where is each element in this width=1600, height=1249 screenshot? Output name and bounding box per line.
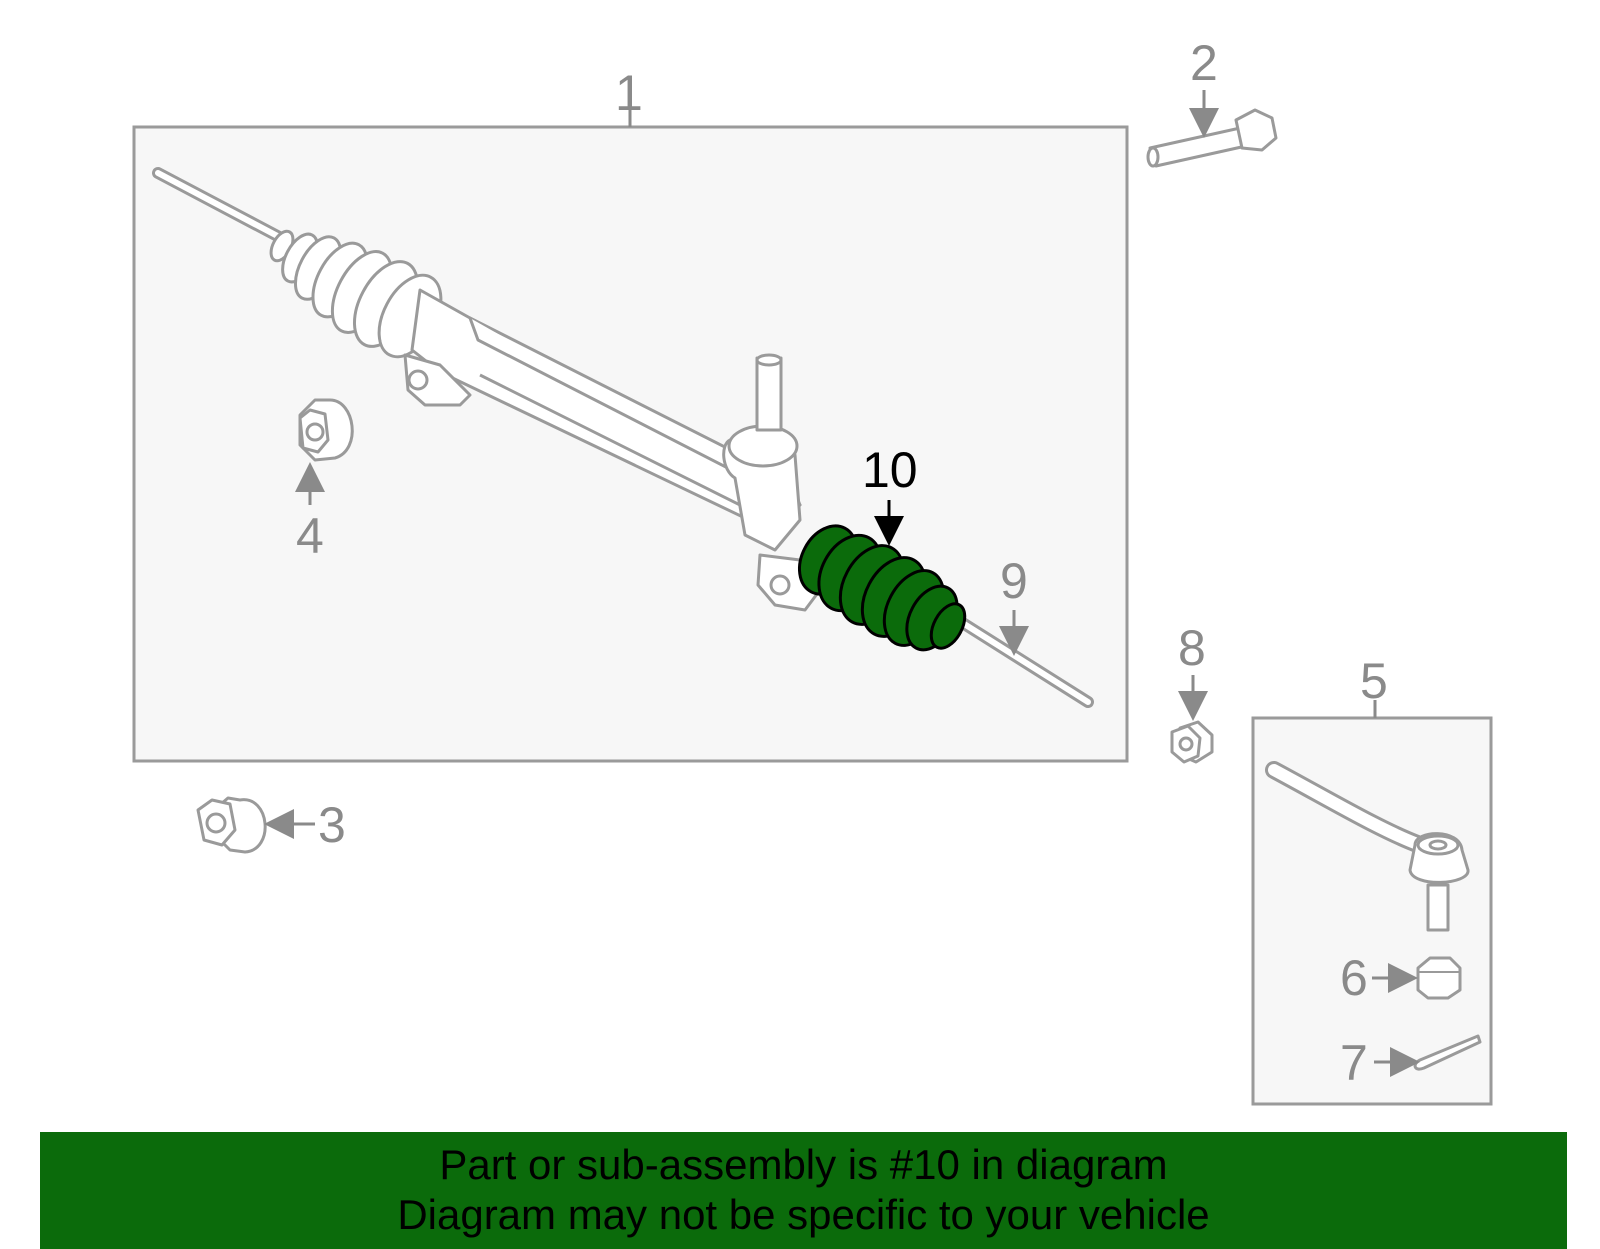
bolt-2-icon [1146, 108, 1278, 168]
callout-5[interactable]: 5 [1360, 653, 1388, 709]
assembly-box-5 [1251, 700, 1493, 1106]
callout-10[interactable]: 10 [862, 442, 918, 498]
banner-line-2: Diagram may not be specific to your vehi… [397, 1191, 1210, 1238]
callout-1[interactable]: 1 [615, 65, 643, 121]
callout-6[interactable]: 6 [1340, 950, 1368, 1006]
tie-rod-end-icon [1265, 761, 1470, 932]
callout-4[interactable]: 4 [296, 508, 324, 564]
callout-2[interactable]: 2 [1190, 35, 1218, 91]
callout-3[interactable]: 3 [318, 797, 346, 853]
highlighted-boot-icon[interactable] [788, 516, 971, 658]
callout-7[interactable]: 7 [1340, 1035, 1368, 1091]
callout-9[interactable]: 9 [1000, 553, 1028, 609]
callout-8[interactable]: 8 [1178, 620, 1206, 676]
info-banner: Part or sub-assembly is #10 in diagram D… [40, 1132, 1567, 1249]
nut-8-icon [1170, 720, 1214, 764]
castle-nut-6-icon [1416, 956, 1462, 1000]
nut-3-icon [196, 796, 267, 854]
banner-line-1: Part or sub-assembly is #10 in diagram [439, 1141, 1168, 1188]
steering-rack-icon [152, 167, 1094, 708]
nut-4-icon [298, 398, 354, 462]
